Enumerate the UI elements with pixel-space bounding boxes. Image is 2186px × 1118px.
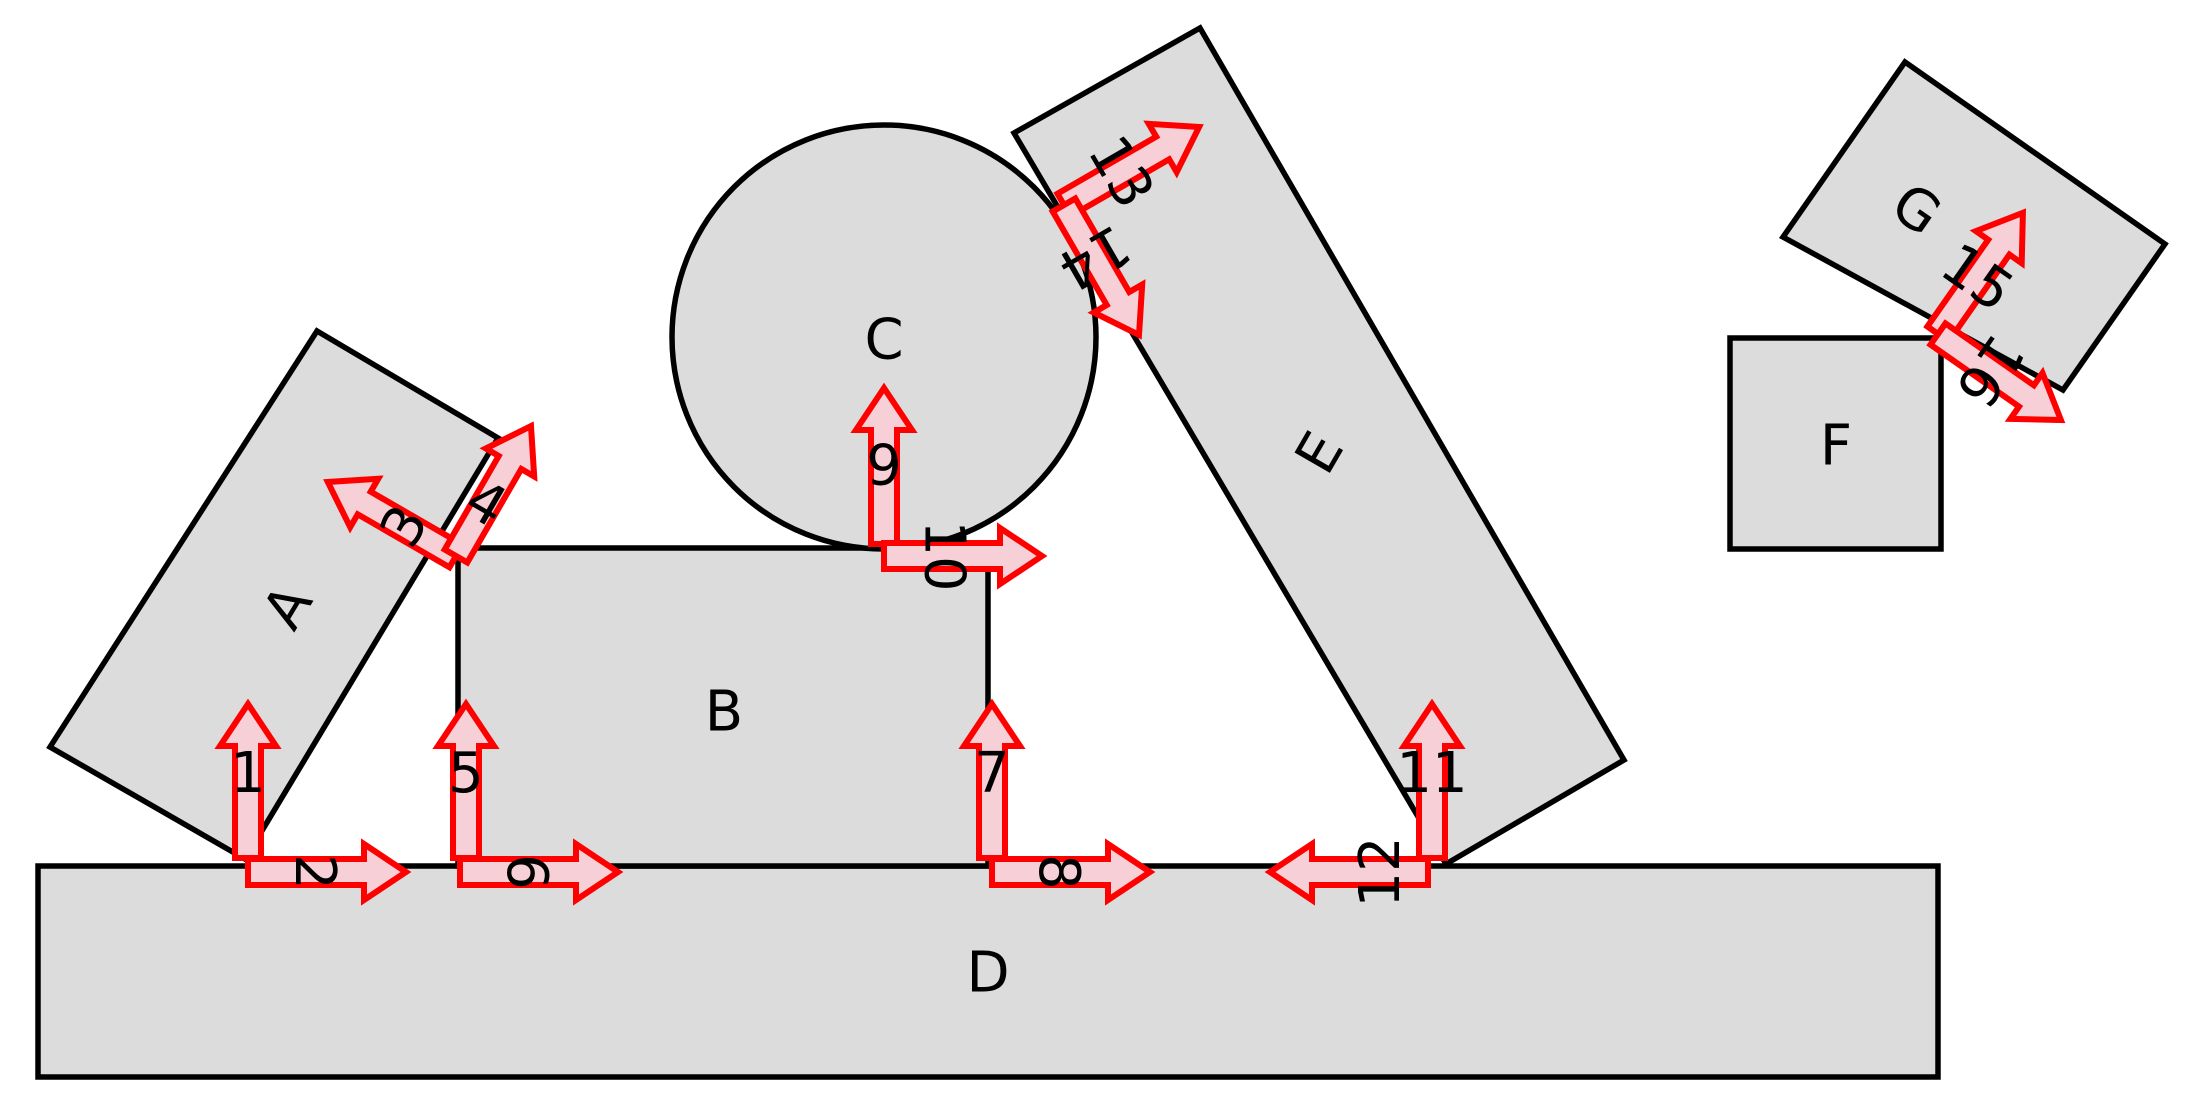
arrow-9-shape [850, 382, 918, 547]
force-arrow-9: 9 [850, 382, 918, 547]
force-arrow-6: 6 [457, 838, 624, 906]
arrow-13-shape [1053, 120, 1204, 221]
arrow-12-label: 12 [1348, 836, 1413, 907]
body-D: D [35, 863, 1941, 1080]
arrow-5-shape [432, 698, 500, 861]
force-arrow-7: 7 [958, 698, 1026, 861]
arrow-11-shape [1398, 698, 1466, 861]
arrow-6-shape [457, 838, 624, 906]
body-b-shape [455, 545, 991, 869]
arrow-12-shape [1264, 838, 1431, 906]
body-e-shape [1010, 24, 1628, 868]
force-arrow-10: 10 [881, 520, 1048, 592]
arrow-2-label: 2 [282, 854, 347, 890]
body-d-shape [35, 863, 1941, 1080]
body-G: G [1778, 58, 2169, 394]
arrow-4-shape [440, 421, 538, 567]
arrow-5-label: 5 [448, 741, 484, 806]
body-b-label: B [705, 680, 743, 745]
arrow-9-label: 9 [866, 434, 902, 499]
arrow-10-label: 10 [912, 520, 977, 591]
body-c-label: C [864, 308, 903, 373]
arrow-16-shape [1926, 319, 2066, 424]
arrow-11-label: 11 [1396, 741, 1467, 806]
arrow-8-shape [989, 838, 1156, 906]
body-f-label: F [1820, 414, 1852, 479]
arrow-2-shape [245, 838, 412, 906]
force-arrow-11: 11 [1396, 698, 1468, 861]
body-E: E [1010, 24, 1628, 868]
arrow-3-shape [323, 475, 467, 572]
arrow-10-shape [881, 522, 1048, 590]
body-B: B [455, 545, 991, 869]
body-A: A [46, 327, 502, 863]
arrow-15-shape [1923, 208, 2027, 346]
arrow-7-label: 7 [974, 741, 1010, 806]
body-d-label: D [966, 941, 1009, 1006]
body-f-shape [1727, 335, 1944, 552]
force-arrow-8: 8 [989, 838, 1156, 906]
force-arrow-2: 2 [245, 838, 412, 906]
arrow-14-shape [1048, 194, 1146, 340]
force-arrow-5: 5 [432, 698, 500, 861]
force-arrow-12: 12 [1264, 836, 1431, 908]
body-F: F [1727, 335, 1944, 552]
arrow-7-shape [958, 698, 1026, 861]
force-arrow-1: 1 [214, 698, 282, 861]
body-g-shape [1778, 58, 2169, 394]
arrow-1-label: 1 [230, 741, 266, 806]
arrow-1-shape [214, 698, 282, 861]
arrow-6-label: 6 [494, 854, 559, 890]
arrow-8-label: 8 [1026, 854, 1091, 890]
